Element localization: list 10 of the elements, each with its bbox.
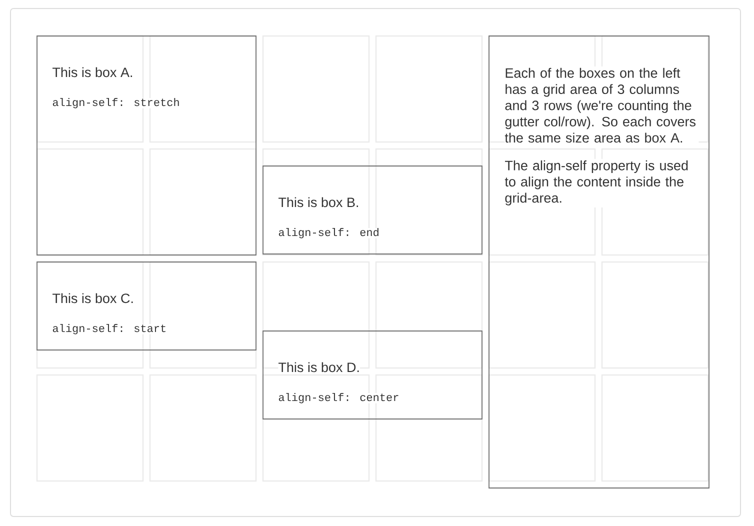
paragraph: Each of the boxes on the left has a grid area of 3 columns and 3 rows (we're counting the gutter col/row). So each covers the same size area as box A. [504,66,699,148]
code-text: align-self: start [52,324,167,334]
heading-text: This is box B. [278,197,360,208]
paragraph: The align-self property is used to align the content inside the grid-area. [504,158,699,208]
code-text: align-self: stretch [52,98,180,108]
code-text: align-self: center [278,393,400,404]
heading-text: This is box A. [52,67,134,78]
heading-text: This is box C. [52,293,134,304]
code-text: align-self: end [278,228,380,238]
heading-text: This is box D. [278,362,360,372]
